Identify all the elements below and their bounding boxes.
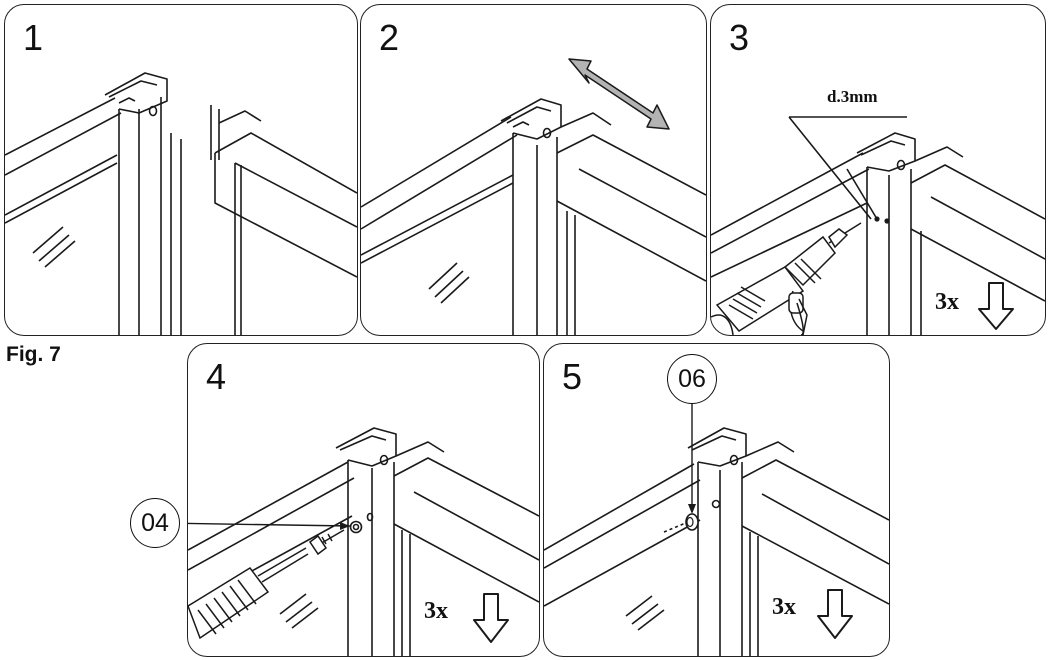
step-panel-2: 2 — [360, 4, 707, 336]
step-panel-3: 3 d.3mm 3x — [710, 4, 1046, 336]
down-arrow-icon — [817, 589, 853, 639]
repeat-count-label: 3x — [935, 289, 959, 315]
step-number: 2 — [379, 17, 400, 58]
screw-icon — [308, 529, 345, 556]
double-arrow-icon — [568, 58, 670, 130]
step-panel-4: 4 3x — [187, 343, 540, 657]
screwdriver-icon — [188, 547, 309, 640]
down-arrow-icon — [978, 282, 1014, 330]
frame-cap-illustration — [544, 398, 889, 656]
step-panel-5: 5 3x — [543, 343, 890, 657]
repeat-count-label: 3x — [424, 598, 448, 624]
repeat-count-label: 3x — [772, 594, 796, 620]
frame-corner-illustration — [361, 58, 706, 335]
cap-icon — [685, 513, 699, 531]
drill-diameter-label: d.3mm — [827, 87, 878, 106]
step-number: 5 — [562, 356, 583, 397]
figure-label: Fig. 7 — [6, 343, 61, 366]
frame-drilling-illustration — [711, 116, 1045, 335]
frame-screwing-illustration — [188, 427, 539, 656]
step-panel-1: 1 — [4, 4, 358, 336]
step-number: 4 — [206, 356, 227, 397]
drill-icon — [711, 222, 862, 335]
part-04-callout: 04 — [130, 498, 180, 548]
step-number: 3 — [729, 17, 750, 58]
frame-corner-illustration — [5, 72, 357, 335]
down-arrow-icon — [473, 593, 509, 643]
part-06-callout: 06 — [667, 354, 717, 404]
step-number: 1 — [23, 17, 44, 58]
